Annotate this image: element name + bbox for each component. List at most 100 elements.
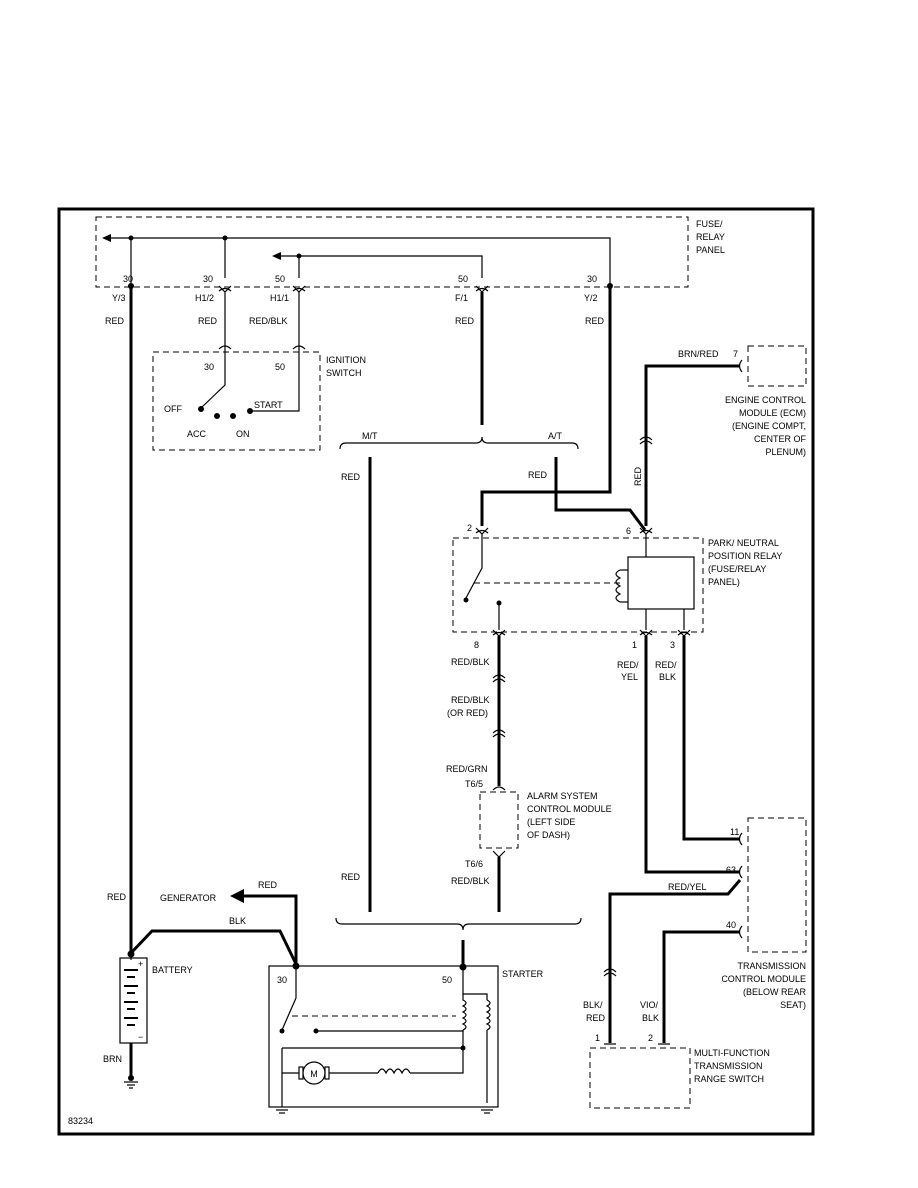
relay-line-4: PANEL) [708, 577, 740, 587]
relay-pin-3: 3 [670, 640, 675, 650]
alarm-wire-1a: RED/BLK [451, 695, 490, 705]
ignition-t50: 50 [275, 362, 285, 372]
generator-feed: GENERATOR RED [160, 880, 298, 964]
relay-w8-label: RED/BLK [451, 657, 490, 667]
relay-w1b-label: YEL [621, 672, 638, 682]
starter-t50: 50 [442, 975, 452, 985]
fuse-relay-panel: FUSE/ RELAY PANEL 30 30 50 50 30 Y/3 H1/… [95, 216, 725, 326]
range-switch: BLK/ RED VIO/ BLK 1 2 MULTI-FUNCTION TRA… [583, 968, 770, 1109]
relay-pin-6: 6 [626, 526, 631, 536]
range-pin-1: 1 [595, 1033, 600, 1043]
fuse-wire-1: RED [105, 316, 125, 326]
mt-red-low-label: RED [341, 872, 361, 882]
ignition-start: START [254, 400, 283, 410]
ecm-line-3: (ENGINE COMPT, [732, 421, 806, 431]
ecm-line-2: MODULE (ECM) [739, 408, 806, 418]
starter: STARTER 30 50 M [268, 962, 544, 1114]
mt-red-label: RED [341, 472, 361, 482]
ignition-t30: 30 [204, 362, 214, 372]
fuse-wire-3: RED/BLK [249, 316, 288, 326]
range-line-3: RANGE SWITCH [694, 1074, 764, 1084]
relay-w3a-label: RED/ [655, 660, 677, 670]
battery-minus: − [138, 1032, 143, 1042]
fuse-term-id-4: F/1 [455, 293, 468, 303]
ignition-label-2: SWITCH [326, 368, 362, 378]
at-red-label: RED [528, 470, 548, 480]
fuse-panel-label-3: PANEL [696, 245, 725, 255]
tcm-wire-63: RED/YEL [668, 882, 707, 892]
transmission-split-brace: M/T A/T [339, 431, 579, 450]
diagram-frame [57, 207, 815, 1136]
ecm-wire: BRN/RED [678, 349, 719, 359]
tcm-pin-40: 40 [726, 920, 736, 930]
generator-wire: RED [258, 880, 278, 890]
fuse-wire-2: RED [198, 316, 218, 326]
starter-motor: M [310, 1069, 318, 1079]
tcm-line-4: SEAT) [780, 1000, 806, 1010]
battery-brn-label: BRN [103, 1054, 122, 1064]
fuse-term-id-3: H1/1 [270, 293, 289, 303]
relay-w3b-label: BLK [659, 672, 676, 682]
engine-control-module: BRN/RED 7 ENGINE CONTROL MODULE (ECM) (E… [633, 345, 807, 526]
range-line-2: TRANSMISSION [694, 1061, 763, 1071]
relay-line-2: POSITION RELAY [708, 551, 782, 561]
alarm-wire-1b: (OR RED) [447, 708, 488, 718]
relay-w1a-label: RED/ [617, 660, 639, 670]
relay-line-3: (FUSE/RELAY [708, 564, 766, 574]
alarm-pin-in: T6/5 [465, 779, 483, 789]
ecm-line-1: ENGINE CONTROL [725, 395, 806, 405]
ignition-acc: ACC [187, 429, 207, 439]
ignition-label-1: IGNITION [326, 355, 366, 365]
starter-feed-brace [335, 917, 582, 931]
alarm-wire-out: RED/BLK [451, 876, 490, 886]
figure-id: 83234 [68, 1116, 93, 1126]
battery-label: BATTERY [152, 965, 193, 975]
alarm-pin-out: T6/6 [465, 859, 483, 869]
range-w2a: VIO/ [640, 1000, 659, 1010]
tcm-pin-63: 63 [726, 865, 736, 875]
mt-label: M/T [362, 431, 378, 441]
alarm-line-1: ALARM SYSTEM [527, 791, 598, 801]
fuse-term-num-3: 50 [275, 274, 285, 284]
range-w2b: BLK [642, 1013, 659, 1023]
blk-wire-label: BLK [229, 916, 246, 926]
fuse-term-num-2: 30 [203, 274, 213, 284]
ignition-on: ON [236, 429, 250, 439]
tcm-line-2: CONTROL MODULE [721, 974, 806, 984]
relay-line-1: PARK/ NEUTRAL [708, 538, 779, 548]
fuse-panel-label-1: FUSE/ [696, 219, 723, 229]
fuse-term-num-1: 30 [123, 274, 133, 284]
relay-pin-1: 1 [632, 640, 637, 650]
starter-label: STARTER [502, 969, 544, 979]
ecm-line-5: PLENUM) [765, 447, 806, 457]
at-label: A/T [548, 431, 563, 441]
alarm-control-module: RED/BLK (OR RED) RED/GRN T6/5 T6/6 RED/B… [446, 674, 612, 886]
ecm-line-4: CENTER OF [754, 434, 807, 444]
fuse-term-id-2: H1/2 [195, 293, 214, 303]
generator-label: GENERATOR [160, 893, 217, 903]
range-line-1: MULTI-FUNCTION [694, 1048, 770, 1058]
tcm-line-3: (BELOW REAR [743, 987, 807, 997]
range-w1a: BLK/ [583, 1000, 603, 1010]
ignition-off: OFF [164, 404, 182, 414]
alarm-line-3: (LEFT SIDE [527, 817, 575, 827]
tcm-line-1: TRANSMISSION [737, 961, 806, 971]
fuse-panel-label-2: RELAY [696, 232, 725, 242]
fuse-wire-5: RED [585, 316, 605, 326]
starter-t30: 30 [277, 975, 287, 985]
battery-plus: + [138, 959, 143, 969]
alarm-line-4: OF DASH) [527, 830, 570, 840]
relay-pin-8: 8 [474, 640, 479, 650]
ignition-switch: IGNITION SWITCH 30 50 OFF START ACC ON [152, 292, 366, 451]
transmission-control-module: 11 63 40 RED/YEL TRANSMISSION CONTROL MO… [668, 817, 807, 1010]
tcm-pin-11: 11 [730, 827, 739, 837]
fuse-wire-4: RED [455, 316, 475, 326]
range-pin-2: 2 [648, 1033, 653, 1043]
range-w1b: RED [586, 1013, 606, 1023]
fuse-term-id-5: Y/2 [584, 293, 598, 303]
fuse-term-id-1: Y/3 [112, 293, 126, 303]
alarm-line-2: CONTROL MODULE [527, 804, 612, 814]
ecm-red-label: RED [633, 466, 643, 486]
battery-red-wire-label: RED [107, 892, 127, 902]
